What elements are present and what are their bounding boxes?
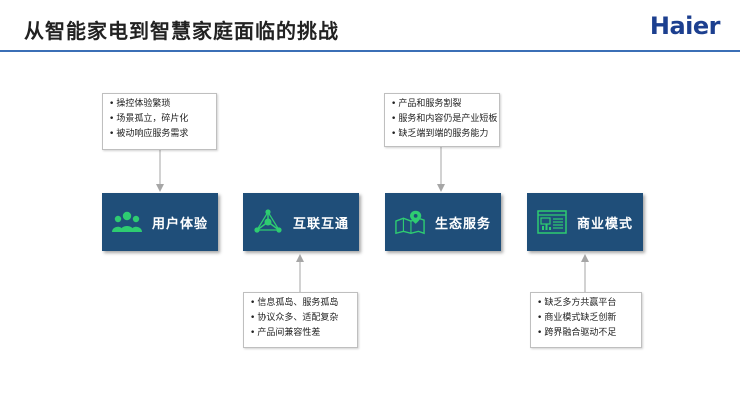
note-line: 商业模式缺乏创新 — [537, 311, 635, 326]
note-user-experience: 操控体验繁琐 场景孤立，碎片化 被动响应服务需求 — [102, 93, 217, 150]
note-line: 被动响应服务需求 — [109, 127, 210, 142]
map-pin-icon — [395, 209, 425, 235]
box-label: 互联互通 — [292, 216, 349, 232]
note-line: 跨界融合驱动不足 — [537, 326, 635, 341]
slide-title: 从智能家电到智慧家庭面临的挑战 — [24, 19, 339, 43]
note-business-model: 缺乏多方共赢平台 商业模式缺乏创新 跨界融合驱动不足 — [530, 292, 642, 348]
note-line: 缺乏端到端的服务能力 — [391, 127, 493, 142]
note-line: 场景孤立，碎片化 — [109, 112, 210, 127]
note-line: 信息孤岛、服务孤岛 — [250, 296, 351, 311]
users-icon — [111, 209, 142, 235]
note-line: 缺乏多方共赢平台 — [537, 296, 635, 311]
dashboard-icon — [537, 209, 567, 235]
box-interconnect: 互联互通 — [243, 193, 359, 251]
box-label: 商业模式 — [576, 216, 633, 232]
haier-logo: Haier — [649, 12, 721, 40]
network-icon — [253, 209, 283, 235]
note-line: 服务和内容仍是产业短板 — [391, 112, 497, 127]
note-line: 操控体验繁琐 — [109, 97, 210, 112]
note-line: 产品间兼容性差 — [250, 326, 351, 341]
box-ecosystem: 生态服务 — [385, 193, 501, 251]
note-line: 协议众多、适配复杂 — [250, 311, 351, 326]
title-divider — [0, 50, 740, 52]
note-line: 产品和服务割裂 — [391, 97, 493, 112]
box-label: 生态服务 — [434, 216, 491, 232]
note-ecosystem: 产品和服务割裂 服务和内容仍是产业短板 缺乏端到端的服务能力 — [384, 93, 500, 147]
box-label: 用户体验 — [151, 216, 208, 232]
box-business-model: 商业模式 — [527, 193, 643, 251]
note-interconnect: 信息孤岛、服务孤岛 协议众多、适配复杂 产品间兼容性差 — [243, 292, 358, 348]
box-user-experience: 用户体验 — [102, 193, 218, 251]
